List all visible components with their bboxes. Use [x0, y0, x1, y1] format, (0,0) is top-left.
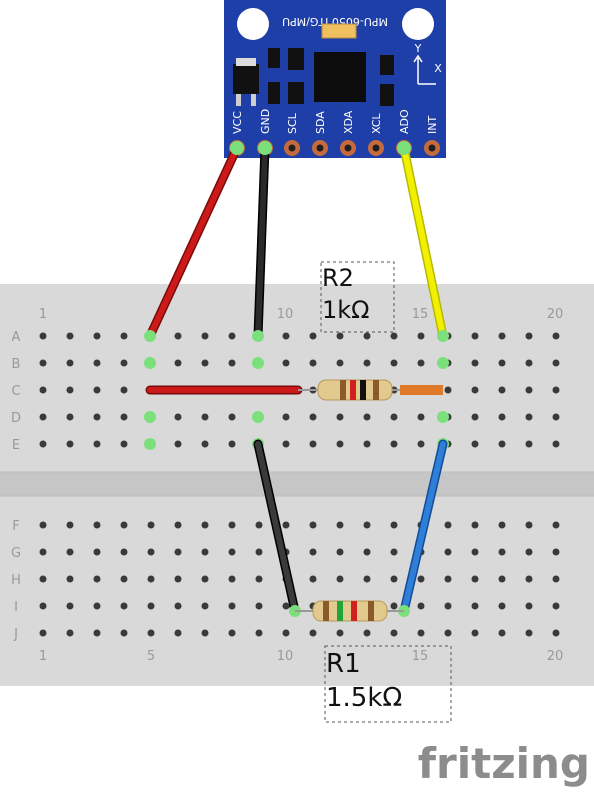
pin-label-scl: SCL [286, 112, 299, 134]
column-label-bottom-1: 1 [39, 649, 47, 664]
pin-label-xcl: XCL [370, 113, 383, 134]
row-label-j: J [13, 627, 18, 642]
column-label-bottom-20: 20 [547, 649, 564, 664]
axis-y-label: Y [414, 42, 422, 55]
component-d [288, 82, 304, 104]
module-regulator-leg-left [236, 94, 241, 106]
column-label-top-15: 15 [412, 307, 429, 322]
mount-hole-left [237, 8, 269, 40]
resistor-r2-label: R2 1kΩ [320, 261, 395, 333]
wire-endpoints [144, 141, 449, 617]
row-label-d: D [11, 411, 21, 426]
pin-label-sda: SDA [314, 111, 327, 134]
module-chip [314, 52, 366, 102]
axis-icon [413, 54, 436, 85]
r1-value: 1.5kΩ [326, 683, 402, 713]
row-label-g: G [11, 546, 21, 561]
row-label-i: I [14, 600, 18, 615]
module-title: MPU-6050 ITG/MPU [282, 15, 388, 28]
pin-label-xda: XDA [342, 110, 355, 134]
pin-labels: VCC GND SCL SDA XDA XCL ADO INT [231, 109, 439, 134]
mount-hole-right [402, 8, 434, 40]
resistor-r1[interactable] [295, 600, 404, 622]
r2-name: R2 [322, 264, 354, 292]
wires [145, 143, 448, 616]
column-label-top-10: 10 [277, 307, 294, 322]
breadboard-center-channel [0, 472, 594, 496]
row-label-f: F [12, 519, 19, 534]
axis-x-label: X [434, 62, 442, 75]
component-f [380, 84, 394, 106]
resistor-r1-label: R1 1.5kΩ [324, 645, 452, 723]
module-regulator [233, 64, 259, 94]
row-label-h: H [11, 573, 21, 588]
row-label-b: B [12, 357, 21, 372]
column-label-top-1: 1 [39, 307, 47, 322]
module-regulator-tab [236, 58, 256, 66]
column-label-bottom-5: 5 [147, 649, 155, 664]
pin-label-vcc: VCC [231, 111, 244, 134]
fritzing-logo: fritzing [418, 739, 590, 788]
pin-label-gnd: GND [259, 109, 272, 134]
row-label-e: E [12, 438, 20, 453]
pin-label-int: INT [426, 116, 439, 134]
component-a [268, 48, 280, 68]
component-b [288, 48, 304, 70]
r2-value: 1kΩ [322, 296, 370, 324]
module-regulator-leg-right [251, 94, 256, 106]
mpu6050-module[interactable]: MPU-6050 ITG/MPU Y X VCC GND SCL SDA XDA XCL A… [224, 0, 446, 158]
component-c [268, 82, 280, 104]
row-label-a: A [12, 330, 21, 345]
row-label-c: C [11, 384, 20, 399]
column-label-top-20: 20 [547, 307, 564, 322]
column-label-bottom-15: 15 [412, 649, 429, 664]
module-capacitor [321, 23, 357, 39]
component-e [380, 55, 394, 75]
column-label-bottom-10: 10 [277, 649, 294, 664]
pin-label-ado: ADO [398, 109, 411, 134]
resistor-r2[interactable] [298, 379, 443, 401]
r1-name: R1 [326, 649, 361, 679]
